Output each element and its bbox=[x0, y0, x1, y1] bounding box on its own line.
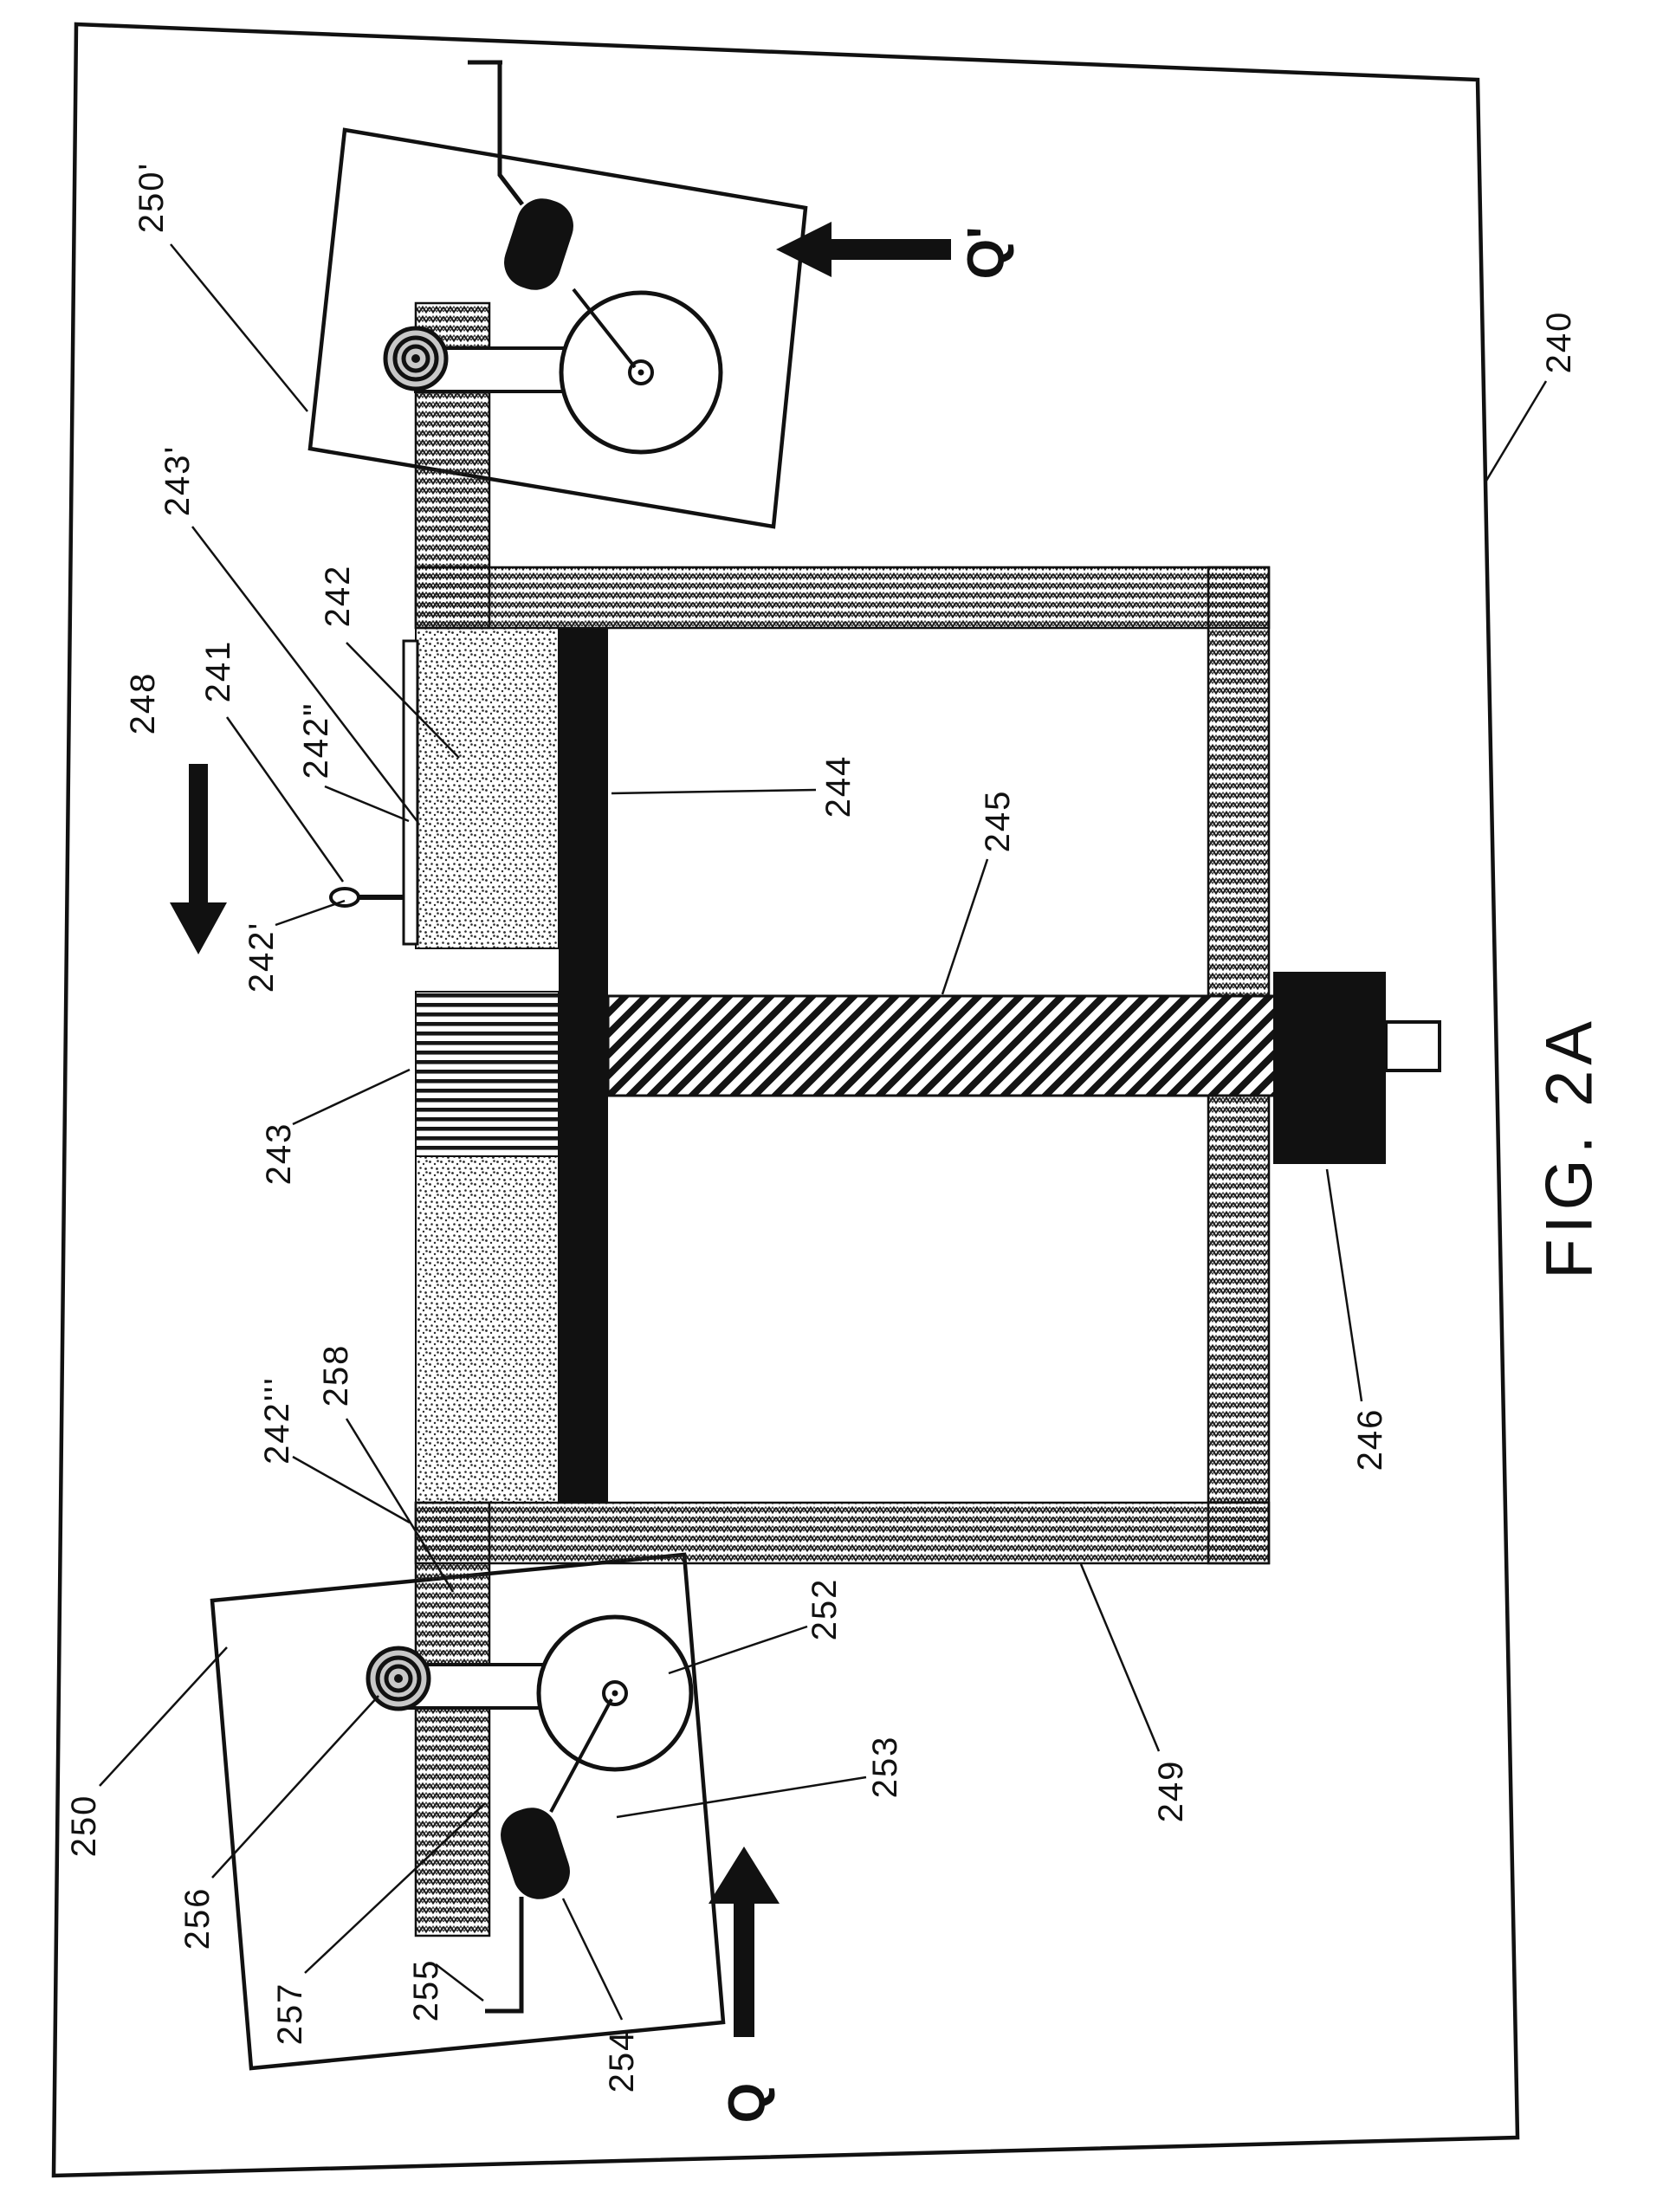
label-243: 243 bbox=[260, 1122, 298, 1186]
label-242-trpprime: 242''' bbox=[258, 1376, 296, 1465]
leader-255 bbox=[435, 1963, 484, 2002]
sensor-pin-knob bbox=[329, 887, 360, 908]
rod-end-stub bbox=[1384, 1020, 1441, 1072]
lower-support-wire bbox=[485, 1897, 524, 2014]
arrow-248-shaft bbox=[189, 764, 208, 902]
q-prime-arrow-shaft bbox=[830, 239, 951, 260]
leader-249 bbox=[1079, 1563, 1161, 1752]
label-250-prime: 250' bbox=[133, 162, 171, 233]
leader-243 bbox=[292, 1068, 411, 1126]
label-256: 256 bbox=[178, 1887, 217, 1950]
vessel-wall-bottom bbox=[414, 1501, 1271, 1565]
piston-rod-assembly bbox=[606, 972, 1441, 1164]
vessel-wall-right-lower bbox=[1207, 1094, 1271, 1565]
leader-240 bbox=[1485, 380, 1548, 482]
q-prime-arrow-head bbox=[776, 222, 832, 277]
leader-242-dblprime bbox=[324, 785, 410, 823]
stippled-material-upper bbox=[415, 627, 560, 949]
piston-plate bbox=[559, 628, 608, 1503]
label-242-dblprime: 242" bbox=[297, 702, 335, 779]
label-250: 250 bbox=[65, 1795, 103, 1858]
heat-output-arrow-q-prime bbox=[776, 222, 951, 277]
leader-252 bbox=[668, 1625, 808, 1675]
label-242-prime: 242' bbox=[243, 922, 281, 993]
counterweight-block bbox=[1273, 972, 1386, 1164]
label-254: 254 bbox=[603, 2030, 641, 2093]
stippled-material-lower bbox=[415, 1155, 560, 1504]
lower-hatched-channel bbox=[414, 1501, 491, 1937]
label-242: 242 bbox=[319, 565, 357, 628]
label-q-out: Q' bbox=[957, 227, 1015, 280]
upper-weight-bob bbox=[504, 198, 573, 290]
leader-242 bbox=[346, 642, 460, 759]
leader-243-prime bbox=[191, 526, 419, 824]
leader-253 bbox=[616, 1775, 867, 1819]
leader-246 bbox=[1325, 1168, 1363, 1402]
label-244: 244 bbox=[819, 755, 857, 818]
label-245: 245 bbox=[979, 790, 1017, 853]
lower-pulley-axle-dot bbox=[611, 1690, 618, 1697]
upper-heat-exchanger-assembly bbox=[307, 60, 808, 630]
piston-rod bbox=[606, 994, 1303, 1097]
lower-coil-element bbox=[366, 1646, 431, 1711]
q-arrow-shaft bbox=[734, 1904, 754, 2037]
label-252: 252 bbox=[806, 1578, 844, 1641]
leader-241 bbox=[225, 716, 345, 883]
leader-254 bbox=[561, 1898, 624, 2021]
label-249: 249 bbox=[1152, 1760, 1190, 1823]
thin-membrane-layer bbox=[402, 639, 419, 946]
label-255: 255 bbox=[407, 1959, 445, 2022]
coil-ring-mid bbox=[375, 1655, 422, 1702]
lower-weight-bob bbox=[501, 1808, 570, 1899]
label-241: 241 bbox=[199, 640, 237, 703]
coil-ring-mid bbox=[392, 335, 439, 382]
flow-arrow-248 bbox=[170, 764, 227, 954]
label-243-prime: 243' bbox=[159, 445, 197, 516]
leader-257 bbox=[304, 1802, 486, 1974]
upper-coil-element bbox=[383, 326, 449, 391]
label-257: 257 bbox=[271, 1982, 309, 2046]
label-q-in: Q bbox=[718, 2083, 776, 2124]
leader-250 bbox=[99, 1646, 228, 1787]
arrow-248-head bbox=[170, 902, 227, 954]
upper-crank-link bbox=[572, 288, 637, 369]
striped-material-block bbox=[415, 991, 560, 1157]
q-arrow-head bbox=[709, 1847, 780, 1904]
heat-input-arrow-q bbox=[709, 1847, 780, 2037]
vessel-wall-right-upper bbox=[1207, 566, 1271, 998]
label-248: 248 bbox=[124, 672, 162, 735]
leader-250-prime bbox=[170, 243, 308, 412]
lower-crank-link bbox=[549, 1698, 613, 1813]
reference-labels: 250' 243' 242 248 241 242" 242' 243 242'… bbox=[65, 162, 1607, 2124]
label-258: 258 bbox=[317, 1344, 355, 1407]
coil-ring-inner bbox=[384, 1664, 413, 1693]
leader-lines bbox=[99, 243, 1548, 2021]
leader-245 bbox=[941, 858, 989, 995]
coil-core-dot bbox=[394, 1674, 403, 1683]
label-253: 253 bbox=[866, 1736, 904, 1799]
coil-ring-inner bbox=[401, 344, 430, 373]
upper-pulley-axle-dot bbox=[637, 369, 644, 376]
coil-core-dot bbox=[411, 354, 420, 363]
leader-258 bbox=[345, 1418, 455, 1593]
actuator-stack bbox=[329, 627, 608, 1504]
label-246: 246 bbox=[1351, 1408, 1389, 1471]
leader-244 bbox=[611, 788, 817, 795]
leader-256 bbox=[211, 1695, 379, 1879]
leader-242-trpprime bbox=[292, 1455, 411, 1524]
leader-242-prime bbox=[275, 899, 346, 927]
vessel-wall-top bbox=[414, 566, 1271, 630]
label-240: 240 bbox=[1540, 311, 1578, 374]
figure-caption: FIG. 2A bbox=[1533, 1016, 1607, 1279]
vessel-housing bbox=[414, 566, 1271, 1565]
upper-support-wire bbox=[468, 60, 524, 206]
